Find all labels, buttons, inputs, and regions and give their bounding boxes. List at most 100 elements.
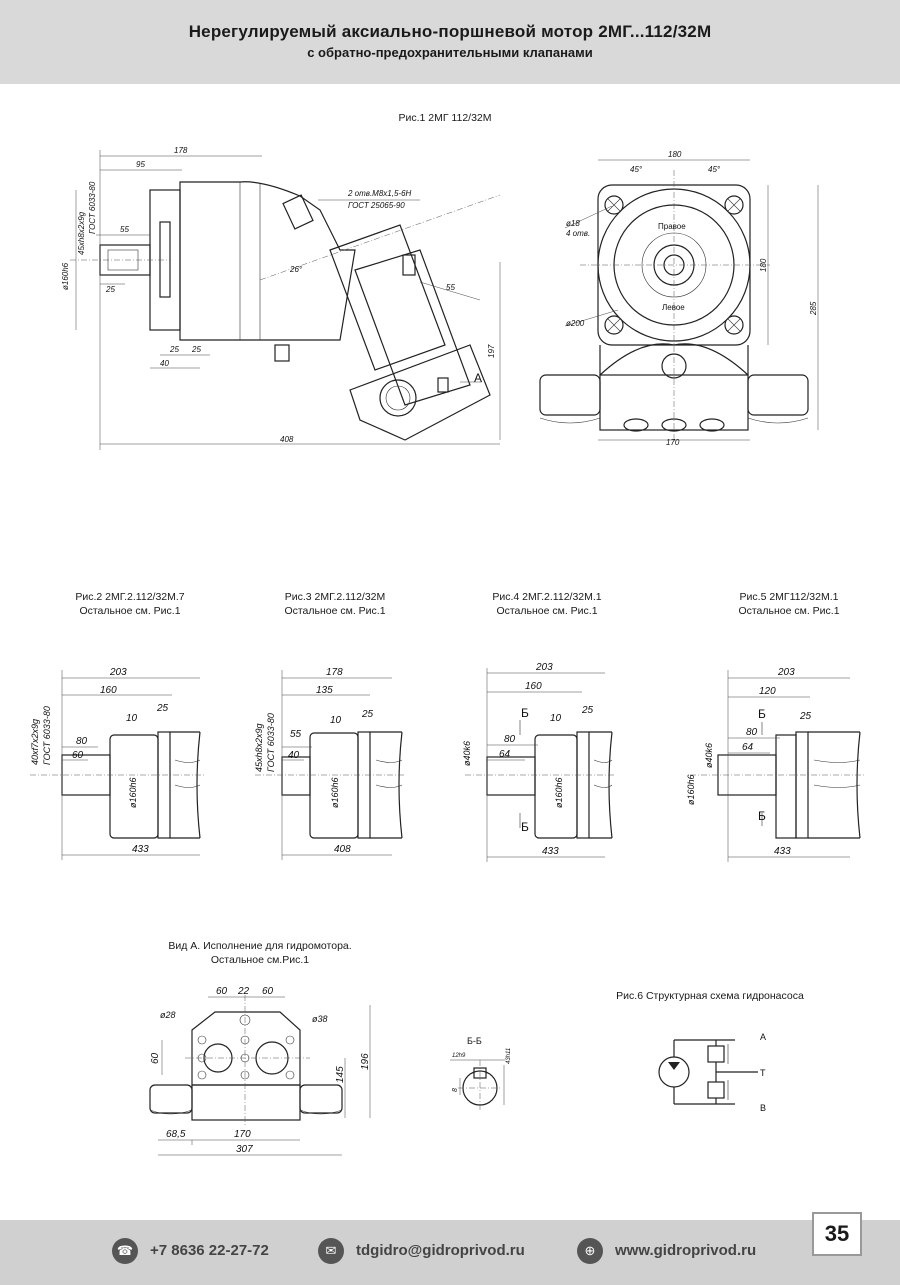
fig1-spline-gost: ГОСТ 6033-80 [88, 181, 97, 234]
fig5-dim-203: 203 [777, 667, 795, 678]
fig1-dim-178: 178 [174, 146, 188, 155]
section-bb-label: Б-Б [467, 1036, 482, 1046]
fig1-front-dim-180v: 180 [759, 258, 768, 272]
fig6-port-a: A [760, 1032, 766, 1042]
fig1-front-drawing [539, 159, 819, 441]
fig5-dim-120: 120 [759, 686, 776, 697]
view-a-dim-60a: 60 [216, 986, 228, 997]
fig1-front-d18: ø18 [566, 219, 580, 228]
fig4-dim-203: 203 [535, 662, 553, 673]
footer-website[interactable]: www.gidroprivod.ru [615, 1242, 757, 1259]
view-a-dim-68-5: 68,5 [166, 1129, 186, 1140]
fig4-note: Остальное см. Рис.1 [496, 605, 598, 617]
fig1-thread-gost: ГОСТ 25065-90 [348, 201, 405, 210]
fig2-caption: Рис.2 2МГ.2.112/32М.7 [75, 591, 185, 603]
fig4-dim-433: 433 [542, 846, 559, 857]
fig1-dim-408: 408 [280, 435, 294, 444]
fig1-front-dim-170: 170 [666, 438, 680, 447]
fig1-dim-25c: 25 [191, 345, 201, 354]
fig1-view-a-mark: А [474, 371, 482, 385]
fig5-dim-64: 64 [742, 742, 754, 753]
view-a-dim-145: 145 [335, 1066, 346, 1083]
fig1-front-holes: 4 отв. [566, 229, 590, 238]
fig1-front-dim-180: 180 [668, 150, 682, 159]
fig1-dim-25a: 25 [105, 285, 115, 294]
fig3-dim-40: 40 [288, 750, 300, 761]
page-subtitle: с обратно-предохранительными клапанами [307, 45, 593, 60]
fig2-dim-60: 60 [72, 750, 84, 761]
view-a-caption: Вид А. Исполнение для гидромотора. [168, 940, 352, 952]
fig5-caption: Рис.5 2МГ112/32М.1 [739, 591, 839, 603]
fig5-dim-433: 433 [774, 846, 791, 857]
view-a-dim-196: 196 [360, 1053, 371, 1070]
fig4-dim-64: 64 [499, 749, 511, 760]
fig2-dim-203: 203 [109, 667, 127, 678]
mail-icon: ✉ [318, 1238, 344, 1264]
view-a-dim-170: 170 [234, 1129, 251, 1140]
fig1-dim-55a: 55 [120, 225, 129, 234]
fig1-front-dim-285: 285 [809, 301, 818, 316]
fig3-note: Остальное см. Рис.1 [284, 605, 386, 617]
fig4-section-mark-top: Б [521, 706, 529, 720]
page-header [0, 0, 900, 84]
fig5-dim-d160: ø160h6 [686, 774, 696, 805]
fig2-dim-80: 80 [76, 736, 88, 747]
view-a-dim-22: 22 [237, 986, 250, 997]
fig3-caption: Рис.3 2МГ.2.112/32М [284, 591, 386, 603]
fig5-dim-25: 25 [799, 711, 812, 722]
fig3-dim-55: 55 [290, 729, 302, 740]
fig2-note: Остальное см. Рис.1 [79, 605, 181, 617]
fig1-dim-40: 40 [160, 359, 169, 368]
fig5-dim-80: 80 [746, 727, 758, 738]
fig5-dim-d40: ø40k6 [704, 743, 714, 768]
fig5-section-mark-bottom: Б [758, 809, 766, 823]
phone-icon: ☎ [112, 1238, 138, 1264]
footer-phone[interactable]: +7 8636 22-27-72 [150, 1242, 269, 1259]
page-title: Нерегулируемый аксиально-поршневой мотор… [188, 22, 712, 41]
fig4-dim-160: 160 [525, 681, 542, 692]
section-bb-dim-12h9: 12h9 [452, 1053, 466, 1059]
fig2-spline: 40xf7x2x9g [30, 719, 40, 765]
fig2-dim-d160: ø160h6 [128, 777, 138, 808]
fig1-caption: Рис.1 2МГ 112/32М [398, 112, 492, 124]
fig1-spline: 45xh8x2x9g [77, 211, 86, 255]
fig4-dim-d160: ø160h6 [554, 777, 564, 808]
fig1-front-angle-1: 45° [630, 165, 643, 174]
fig2-spline-gost: ГОСТ 6033-80 [42, 706, 52, 765]
fig3-dim-408: 408 [334, 844, 351, 855]
fig2-dim-25: 25 [156, 703, 169, 714]
fig5-note: Остальное см. Рис.1 [738, 605, 840, 617]
view-a-d28: ø28 [160, 1010, 176, 1020]
fig1-dim-55b: 55 [446, 283, 455, 292]
fig6-port-t: T [760, 1068, 766, 1078]
fig1-front-angle-2: 45° [708, 165, 721, 174]
fig4-dim-d40: ø40k6 [462, 741, 472, 766]
view-a-dim-307: 307 [236, 1144, 253, 1155]
fig1-dim-d160: ø160h6 [61, 262, 70, 290]
fig1-side-drawing [70, 150, 501, 450]
view-a-d38: ø38 [312, 1014, 328, 1024]
fig2-dim-433: 433 [132, 844, 149, 855]
page-number: 35 [812, 1212, 862, 1256]
fig1-dim-197: 197 [487, 344, 496, 358]
fig3-dim-25: 25 [361, 709, 374, 720]
fig3-spline: 45xh8x2x9g [254, 723, 264, 772]
fig1-thread-note: 2 отв.М8х1,5-6Н [347, 189, 412, 198]
fig3-dim-d160: ø160h6 [330, 777, 340, 808]
fig4-dim-25: 25 [581, 705, 594, 716]
section-bb-dim-43h11: 43h11 [506, 1048, 512, 1064]
footer-email[interactable]: tdgidro@gidroprivod.ru [356, 1242, 525, 1259]
fig3-dim-178: 178 [326, 667, 343, 678]
view-a-note: Остальное см.Рис.1 [210, 954, 310, 966]
page-footer [0, 1220, 900, 1285]
fig1-dim-25b: 25 [169, 345, 179, 354]
fig3-spline-gost: ГОСТ 6033-80 [266, 713, 276, 772]
